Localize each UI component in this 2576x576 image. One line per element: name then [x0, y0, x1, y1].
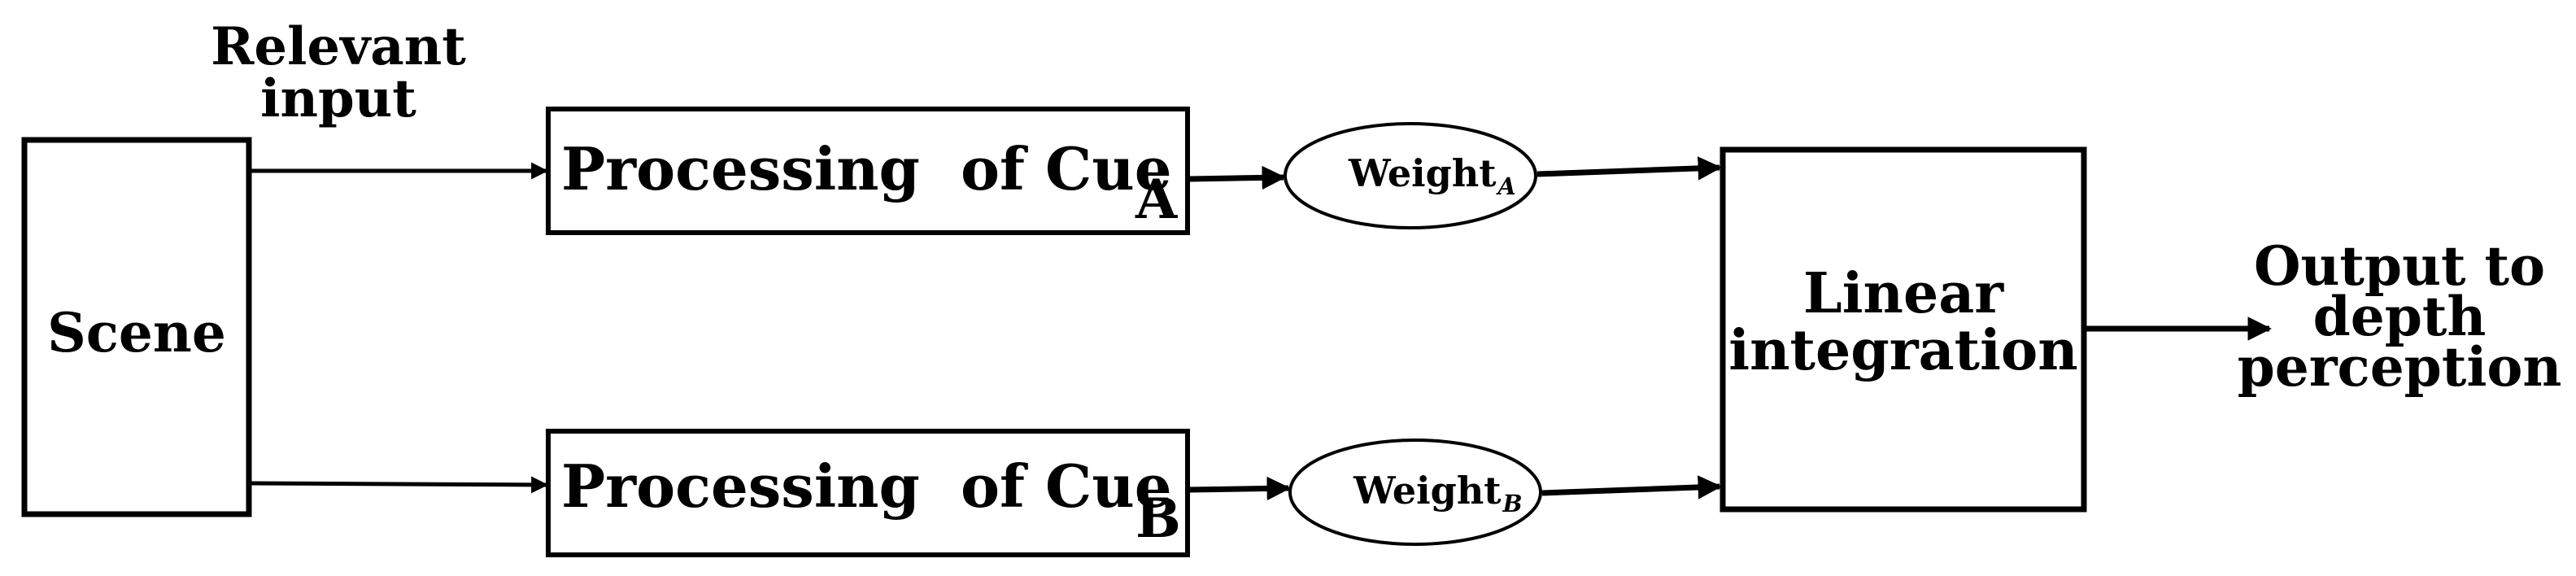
weight-a-subscript: A: [1497, 172, 1516, 200]
relevant-input-line1: Relevant: [211, 16, 466, 77]
cue-b-suffix: B: [1135, 487, 1181, 550]
edge-scene-cue-b: [250, 476, 549, 494]
integration-line1: Linear: [1802, 261, 2004, 326]
cue-a-text: Processing of Cue: [561, 134, 1172, 203]
edge-weight-a-integration: [1536, 156, 1722, 181]
integration-line2: integration: [1728, 318, 2078, 383]
scene-box: [21, 137, 252, 517]
output-label: Output to depth perception: [2229, 234, 2570, 399]
output-line3: perception: [2237, 335, 2562, 399]
output-line1: Output to: [2253, 234, 2546, 298]
edge-weight-b-integration: [1541, 475, 1722, 500]
cue-a-box: [546, 107, 1190, 235]
cue-a-label: Processing of Cue: [561, 140, 1172, 199]
edge-cue-a-weight-a: [1188, 165, 1286, 190]
cue-b-box: [546, 429, 1190, 557]
weight-a-label: WeightA: [1349, 155, 1516, 198]
weight-b-label: WeightB: [1353, 472, 1523, 515]
output-line2: depth: [2312, 285, 2487, 348]
cue-a-suffix: A: [1135, 168, 1178, 231]
integration-box: [1720, 146, 2087, 513]
weight-b-text: Weight: [1353, 469, 1502, 513]
scene-label: Scene: [47, 301, 226, 364]
weight-a-text: Weight: [1349, 151, 1497, 195]
cue-b-label: Processing of Cue: [561, 457, 1172, 516]
relevant-input-label: Relevant input: [192, 21, 485, 125]
relevant-input-line2: input: [260, 68, 416, 129]
weight-b-subscript: B: [1502, 489, 1523, 517]
edge-cue-b-weight-b: [1188, 476, 1291, 501]
cue-b-text: Processing of Cue: [561, 452, 1172, 521]
integration-label: Linear integration: [1723, 265, 2084, 379]
